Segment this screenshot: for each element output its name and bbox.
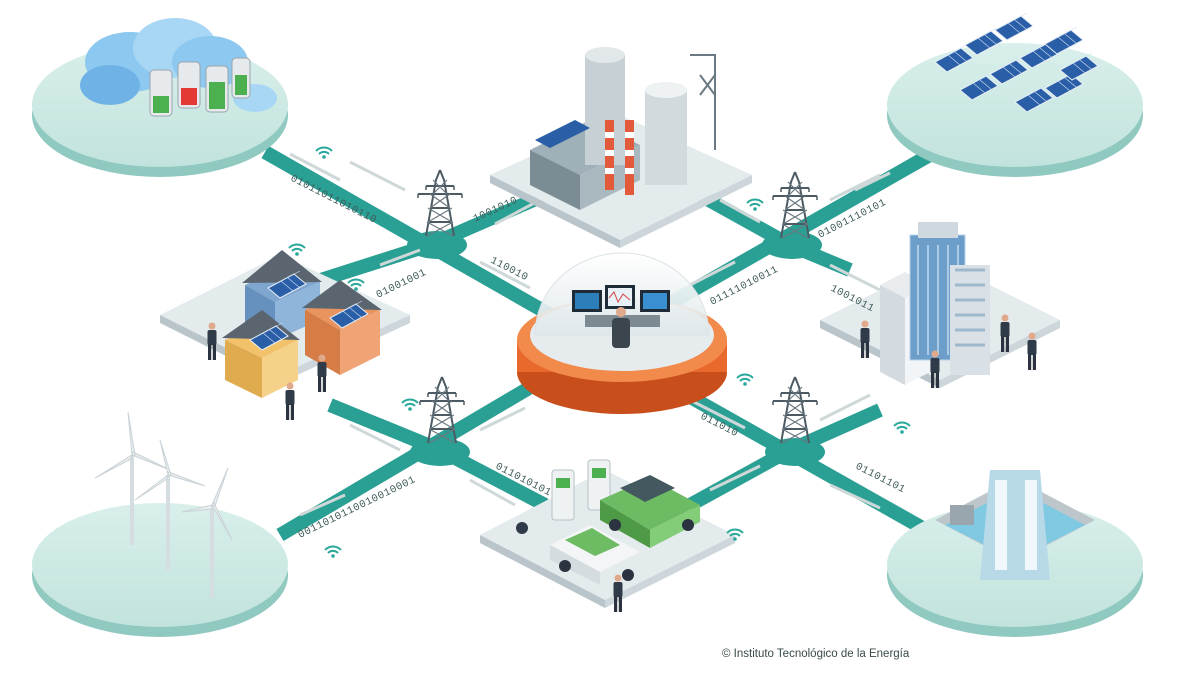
wifi-icon: [893, 421, 911, 435]
junction-nodes: [407, 231, 825, 466]
binary-label: 01011011010110: [288, 173, 378, 227]
monitor-icon: [572, 285, 670, 312]
office-building-icon: [880, 222, 990, 385]
transmission-tower-icon: [772, 376, 818, 444]
grid-roads: [261, 145, 939, 542]
platform-solar-farm: [887, 12, 1143, 177]
platform-hydro-dam: [887, 470, 1143, 637]
wifi-icon: [401, 398, 419, 412]
wifi-icon: [315, 146, 333, 160]
copyright-credit: © Instituto Tecnológico de la Energía: [722, 648, 910, 660]
binary-label: 01001001: [374, 267, 428, 302]
battery-icon: [149, 57, 251, 117]
platform-residential: [160, 250, 410, 420]
charging-station-icon: [516, 459, 611, 534]
platform-battery-storage: [32, 18, 288, 177]
car-icon: [550, 475, 700, 585]
wind-turbine-icon: [94, 411, 233, 598]
wifi-icon: [746, 198, 764, 212]
platform-ev-charging: [480, 459, 735, 612]
wifi-icon: [288, 243, 306, 257]
platform-power-plant: [490, 47, 752, 248]
platform-wind-farm: [32, 411, 288, 637]
transmission-tower-icon: [417, 169, 463, 237]
wifi-icon: [736, 373, 754, 387]
control-center: [517, 252, 727, 414]
person-icon: [285, 382, 295, 420]
factory-icon: [530, 47, 716, 210]
flow-arrows: [289, 152, 891, 517]
wifi-icon: [324, 545, 342, 559]
dam-icon: [935, 470, 1095, 580]
platform-offices: [820, 222, 1060, 388]
